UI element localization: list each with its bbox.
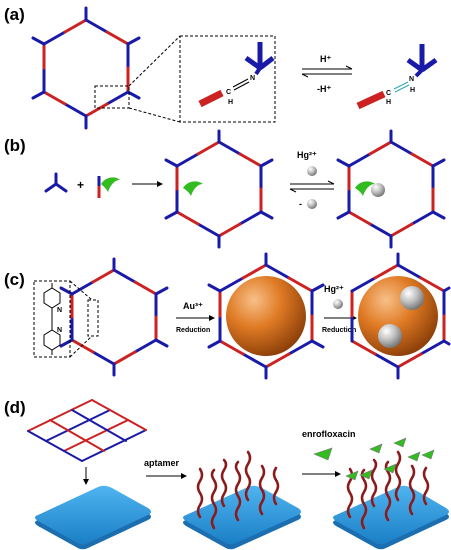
imine-c: C xyxy=(226,89,231,96)
imine-n: N xyxy=(250,75,255,82)
zoom-callout xyxy=(94,35,276,123)
panel-d-label: (d) xyxy=(4,398,26,417)
equilibrium-arrows-a: H⁺ -H⁺ xyxy=(301,54,353,94)
prod-n: N xyxy=(409,76,414,83)
au-ion-label: Au³⁺ xyxy=(183,301,203,311)
aptamer-step-arrow: aptamer xyxy=(144,458,187,479)
captured-hg-icon xyxy=(371,183,385,197)
reduction-label-2: Reduction xyxy=(322,327,356,334)
gold-nanoparticle xyxy=(226,276,306,356)
hexagon-framework-c1 xyxy=(59,257,169,377)
panel-a-label: (a) xyxy=(4,5,25,24)
tripod-monomer xyxy=(44,172,68,193)
enrofloxacin-label: enrofloxacin xyxy=(302,429,356,439)
aptamer-label: aptamer xyxy=(144,458,180,468)
protonated-imine: C N H H xyxy=(356,44,438,110)
imine-h: H xyxy=(228,99,233,106)
hexagon-framework-c2 xyxy=(207,252,325,380)
plus-sign: + xyxy=(77,178,84,192)
aptamer-strands xyxy=(196,450,280,530)
cof-grid-sheet xyxy=(27,399,147,462)
panel-b-label: (b) xyxy=(4,136,26,155)
pore-aptamer-bound-icon xyxy=(355,181,375,196)
hg-ion-label-b: Hg²⁺ xyxy=(297,150,317,160)
panel-d: (d) aptamer xyxy=(4,398,449,550)
panel-c-label: (c) xyxy=(4,270,25,289)
hg-deposit-1 xyxy=(400,286,424,310)
imine-bond-zoom: C N H xyxy=(198,42,275,108)
base-label: -H⁺ xyxy=(317,84,331,94)
prod-c: C xyxy=(386,90,391,97)
substrate-3 xyxy=(333,437,449,550)
pyridine-n1: N xyxy=(57,307,62,314)
enrofloxacin-step-arrow: enrofloxacin xyxy=(302,429,356,477)
reduction-arrow-1: Au³⁺ Reduction xyxy=(176,301,215,334)
hg-ion-label-c: Hg²⁺ xyxy=(324,284,344,294)
substrate-1 xyxy=(35,485,151,550)
hg-ion-icon-c xyxy=(333,299,343,309)
pyridine-n2: N xyxy=(57,327,62,334)
panel-c: (c) xyxy=(4,252,451,380)
green-recognition-icon xyxy=(101,177,120,192)
hex-edges xyxy=(42,18,130,118)
hexagon-framework-b1 xyxy=(164,129,274,249)
hg-ion-released-icon xyxy=(307,199,317,209)
substrate-2 xyxy=(183,450,301,550)
hexagon-framework-c3 xyxy=(350,252,451,380)
hex-stubs xyxy=(31,6,141,130)
enrofloxacin-icon xyxy=(313,447,333,461)
hg-deposit-2 xyxy=(378,324,402,348)
panel-a: (a) xyxy=(4,5,438,130)
acid-label: H⁺ xyxy=(320,54,331,64)
minus-sign: - xyxy=(299,199,302,209)
panel-b: (b) + xyxy=(4,129,446,249)
pore-aptamer-icon xyxy=(183,181,203,196)
aptamer-linker xyxy=(97,176,120,198)
hexagon-framework-a xyxy=(31,6,141,130)
hg-ion-icon xyxy=(307,166,317,176)
bipyridine-callout: N N xyxy=(33,280,99,358)
reduction-label-1: Reduction xyxy=(176,327,210,334)
prod-h2: H xyxy=(410,87,415,94)
hexagon-framework-b2 xyxy=(336,129,446,249)
bound-enrofloxacin-icons xyxy=(345,437,435,481)
equilibrium-arrows-b: Hg²⁺ - xyxy=(289,150,335,209)
prod-h1: H xyxy=(386,99,391,106)
